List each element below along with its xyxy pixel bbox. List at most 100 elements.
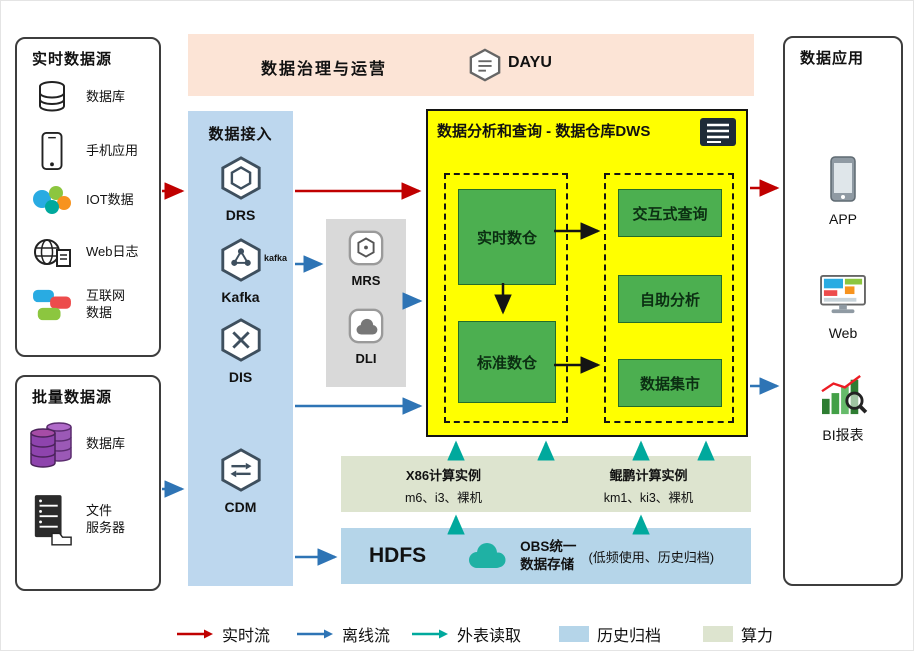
teal-arrow-icon xyxy=(412,629,448,639)
service-kafka: kafka Kafka xyxy=(188,237,293,305)
processing-box: MRS DLI xyxy=(326,219,406,387)
source-item-internet: 互联网 数据 xyxy=(27,287,125,323)
internet-data-icon xyxy=(27,287,77,323)
bi-report-icon xyxy=(818,374,868,420)
source-label: 文件 服务器 xyxy=(86,503,126,535)
source-label: 互联网 数据 xyxy=(86,288,126,320)
analysis-group: 交互式查询 自助分析 数据集市 xyxy=(604,173,734,423)
legend-realtime-flow: 实时流 xyxy=(176,622,270,646)
database-icon xyxy=(27,79,77,115)
legend-compute: 算力 xyxy=(703,622,773,646)
source-item-weblog: Web日志 xyxy=(27,235,139,269)
compute-instances-box: X86计算实例 m6、i3、裸机 鲲鹏计算实例 km1、ki3、裸机 xyxy=(341,456,751,512)
dws-title: 数据分析和查询 - 数据仓库DWS xyxy=(437,123,651,140)
x86-compute-models: m6、i3、裸机 xyxy=(404,491,483,505)
dli-label: DLI xyxy=(355,351,377,366)
legend: 实时流 离线流 外表读取 历史归档 算力 xyxy=(1,613,913,650)
obs-cloud-icon xyxy=(464,541,510,571)
legend-label: 历史归档 xyxy=(597,628,662,645)
iot-icon xyxy=(27,183,77,217)
legend-offline-flow: 离线流 xyxy=(296,622,390,646)
source-item-iot: IOT数据 xyxy=(27,183,134,217)
batch-sources-panel: 批量数据源 数据库 文件 服务器 xyxy=(15,375,161,591)
service-mrs: MRS xyxy=(326,229,406,288)
governance-title: 数据治理与运营 xyxy=(261,61,388,78)
dis-icon xyxy=(218,318,264,367)
service-dis: DIS xyxy=(188,317,293,385)
legend-label: 外表读取 xyxy=(457,628,522,645)
dws-document-icon xyxy=(699,117,737,152)
source-item-batch-database: 数据库 xyxy=(27,419,125,469)
app-item-app: APP xyxy=(785,156,901,227)
mrs-label: MRS xyxy=(351,273,381,288)
legend-label: 实时流 xyxy=(222,628,271,645)
app-label: APP xyxy=(828,211,857,227)
kunpeng-compute: 鲲鹏计算实例 km1、ki3、裸机 xyxy=(546,456,751,512)
standard-warehouse-box: 标准数仓 xyxy=(458,321,556,403)
storage-note: (低频使用、历史归档) xyxy=(588,549,715,565)
storage-box: HDFS OBS统一 数据存储 (低频使用、历史归档) xyxy=(341,528,751,584)
service-drs: DRS xyxy=(188,155,293,223)
dws-warehouse-box: 数据分析和查询 - 数据仓库DWS 实时数仓 标准数仓 交互式查询 自助分析 数… xyxy=(426,109,748,437)
app-item-web: Web xyxy=(785,274,901,341)
source-label: 手机应用 xyxy=(86,142,139,158)
kafka-logo-text: kafka xyxy=(264,253,288,263)
service-dli: DLI xyxy=(326,307,406,366)
cdm-icon xyxy=(218,448,264,497)
legend-label: 算力 xyxy=(741,628,774,645)
legend-external-read: 外表读取 xyxy=(411,622,521,646)
source-item-file-server: 文件 服务器 xyxy=(27,493,125,547)
service-cdm: CDM xyxy=(188,447,293,515)
dli-icon xyxy=(347,308,385,349)
realtime-warehouse-box: 实时数仓 xyxy=(458,189,556,285)
data-applications-title: 数据应用 xyxy=(800,50,865,67)
kafka-label: Kafka xyxy=(221,289,260,305)
drs-label: DRS xyxy=(225,207,256,223)
mrs-icon xyxy=(347,230,385,271)
realtime-sources-title: 实时数据源 xyxy=(32,51,113,68)
app-phone-icon xyxy=(828,156,858,206)
realtime-sources-panel: 实时数据源 数据库 手机应用 IOT数据 Web日志 xyxy=(15,37,161,357)
source-label: 数据库 xyxy=(86,88,126,104)
purple-database-icon xyxy=(27,419,77,469)
app-item-bi: BI报表 xyxy=(785,374,901,445)
legend-label: 离线流 xyxy=(342,628,391,645)
x86-compute-title: X86计算实例 xyxy=(405,468,482,483)
web-monitor-icon xyxy=(818,274,868,320)
red-arrow-icon xyxy=(177,629,213,639)
source-item-mobile: 手机应用 xyxy=(27,131,138,171)
dayu-logo-text: DAYU xyxy=(508,54,552,71)
governance-bar: 数据治理与运营 DAYU xyxy=(188,34,754,96)
web-log-icon xyxy=(27,235,77,269)
source-label: IOT数据 xyxy=(86,191,134,207)
file-server-icon xyxy=(27,493,77,547)
source-label: 数据库 xyxy=(86,435,126,451)
data-mart-box: 数据集市 xyxy=(618,359,722,407)
data-ingestion-column: 数据接入 DRS kafka Kafka DIS CDM xyxy=(188,111,293,586)
legend-archive: 历史归档 xyxy=(559,622,661,646)
kafka-icon xyxy=(218,238,264,287)
dis-label: DIS xyxy=(228,369,253,385)
hdfs-label: HDFS xyxy=(369,544,427,567)
app-label: BI报表 xyxy=(822,427,864,443)
source-item-database: 数据库 xyxy=(27,79,125,115)
archive-swatch xyxy=(559,626,589,642)
app-label: Web xyxy=(828,325,858,341)
self-service-analysis-box: 自助分析 xyxy=(618,275,722,323)
smartphone-icon xyxy=(27,131,77,171)
warehouse-group: 实时数仓 标准数仓 xyxy=(444,173,568,423)
cdm-label: CDM xyxy=(224,499,257,515)
obs-storage-label: OBS统一 数据存储 xyxy=(520,539,577,572)
data-ingestion-title: 数据接入 xyxy=(208,126,273,143)
interactive-query-box: 交互式查询 xyxy=(618,189,722,237)
compute-swatch xyxy=(703,626,733,642)
blue-arrow-icon xyxy=(297,629,333,639)
x86-compute: X86计算实例 m6、i3、裸机 xyxy=(341,456,546,512)
dayu-logo-icon xyxy=(468,48,502,87)
drs-icon xyxy=(218,156,264,205)
data-applications-panel: 数据应用 APP Web BI报表 xyxy=(783,36,903,586)
batch-sources-title: 批量数据源 xyxy=(32,389,113,406)
kunpeng-compute-title: 鲲鹏计算实例 xyxy=(609,468,688,483)
source-label: Web日志 xyxy=(86,243,139,259)
